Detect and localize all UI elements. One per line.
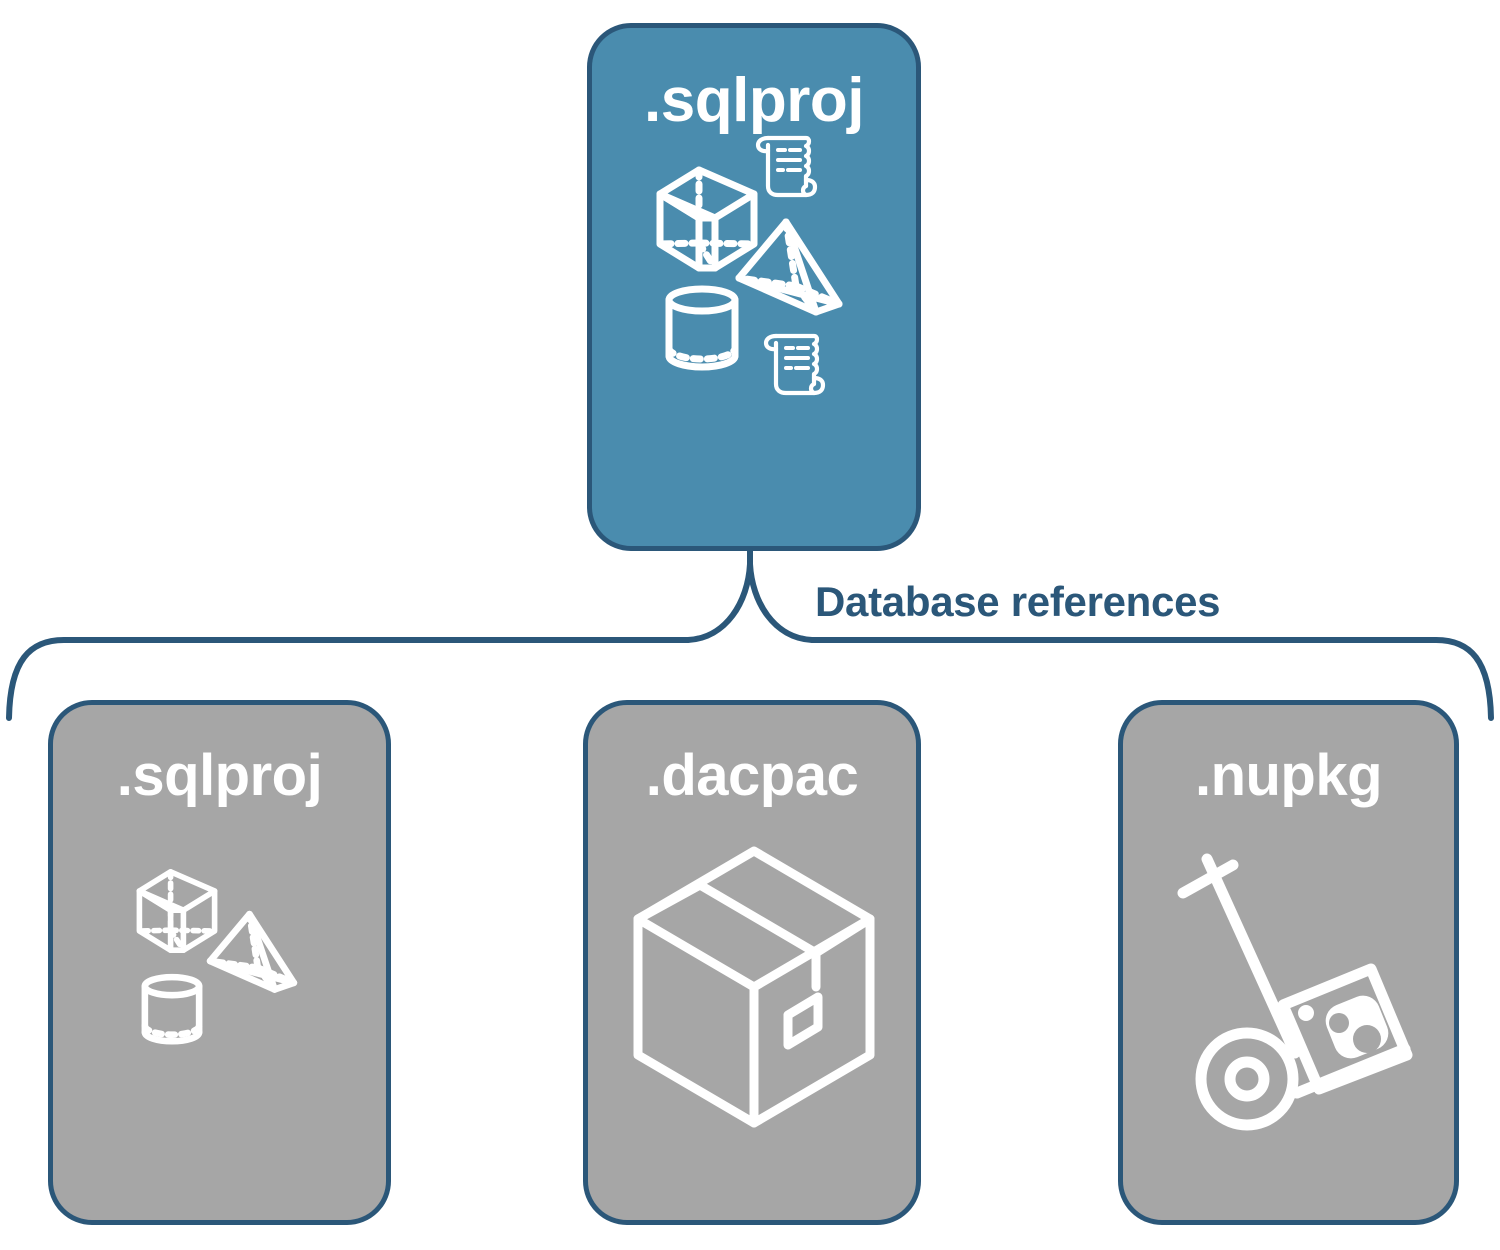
- node-root-label: .sqlproj: [644, 66, 864, 135]
- node-root-sqlproj[interactable]: .sqlproj: [587, 23, 921, 551]
- cube-icon: [656, 166, 758, 272]
- node-root-icon-group: [592, 132, 916, 546]
- node-ref-dacpac[interactable]: .dacpac: [583, 700, 921, 1225]
- node-ref-dacpac-label: .dacpac: [645, 743, 859, 808]
- hand-truck-icon: [1177, 853, 1411, 1131]
- node-ref-sqlproj-icon-group: [53, 805, 386, 1220]
- node-ref-dacpac-icon-group: [588, 805, 916, 1220]
- cylinder-icon: [665, 285, 739, 371]
- bracket-peak-right: [747, 561, 815, 643]
- bracket-end-right: [1433, 637, 1494, 721]
- node-ref-nupkg-label: .nupkg: [1194, 743, 1383, 808]
- bracket-label: Database references: [815, 578, 1221, 625]
- scroll-icon: [763, 333, 826, 396]
- pyramid-icon: [735, 218, 843, 316]
- node-ref-nupkg[interactable]: .nupkg: [1118, 700, 1459, 1225]
- pyramid-icon: [206, 910, 298, 993]
- bracket-peak-left: [685, 561, 753, 643]
- node-ref-sqlproj[interactable]: .sqlproj: [48, 700, 391, 1225]
- package-box-icon: [633, 846, 875, 1128]
- bracket-end-left: [6, 637, 67, 721]
- cube-icon: [136, 869, 218, 953]
- cylinder-icon: [141, 973, 203, 1045]
- node-ref-nupkg-icon-group: [1123, 805, 1454, 1220]
- node-ref-sqlproj-label: .sqlproj: [116, 743, 323, 808]
- scroll-icon: [755, 135, 818, 198]
- nuget-package-icon: [1277, 963, 1413, 1095]
